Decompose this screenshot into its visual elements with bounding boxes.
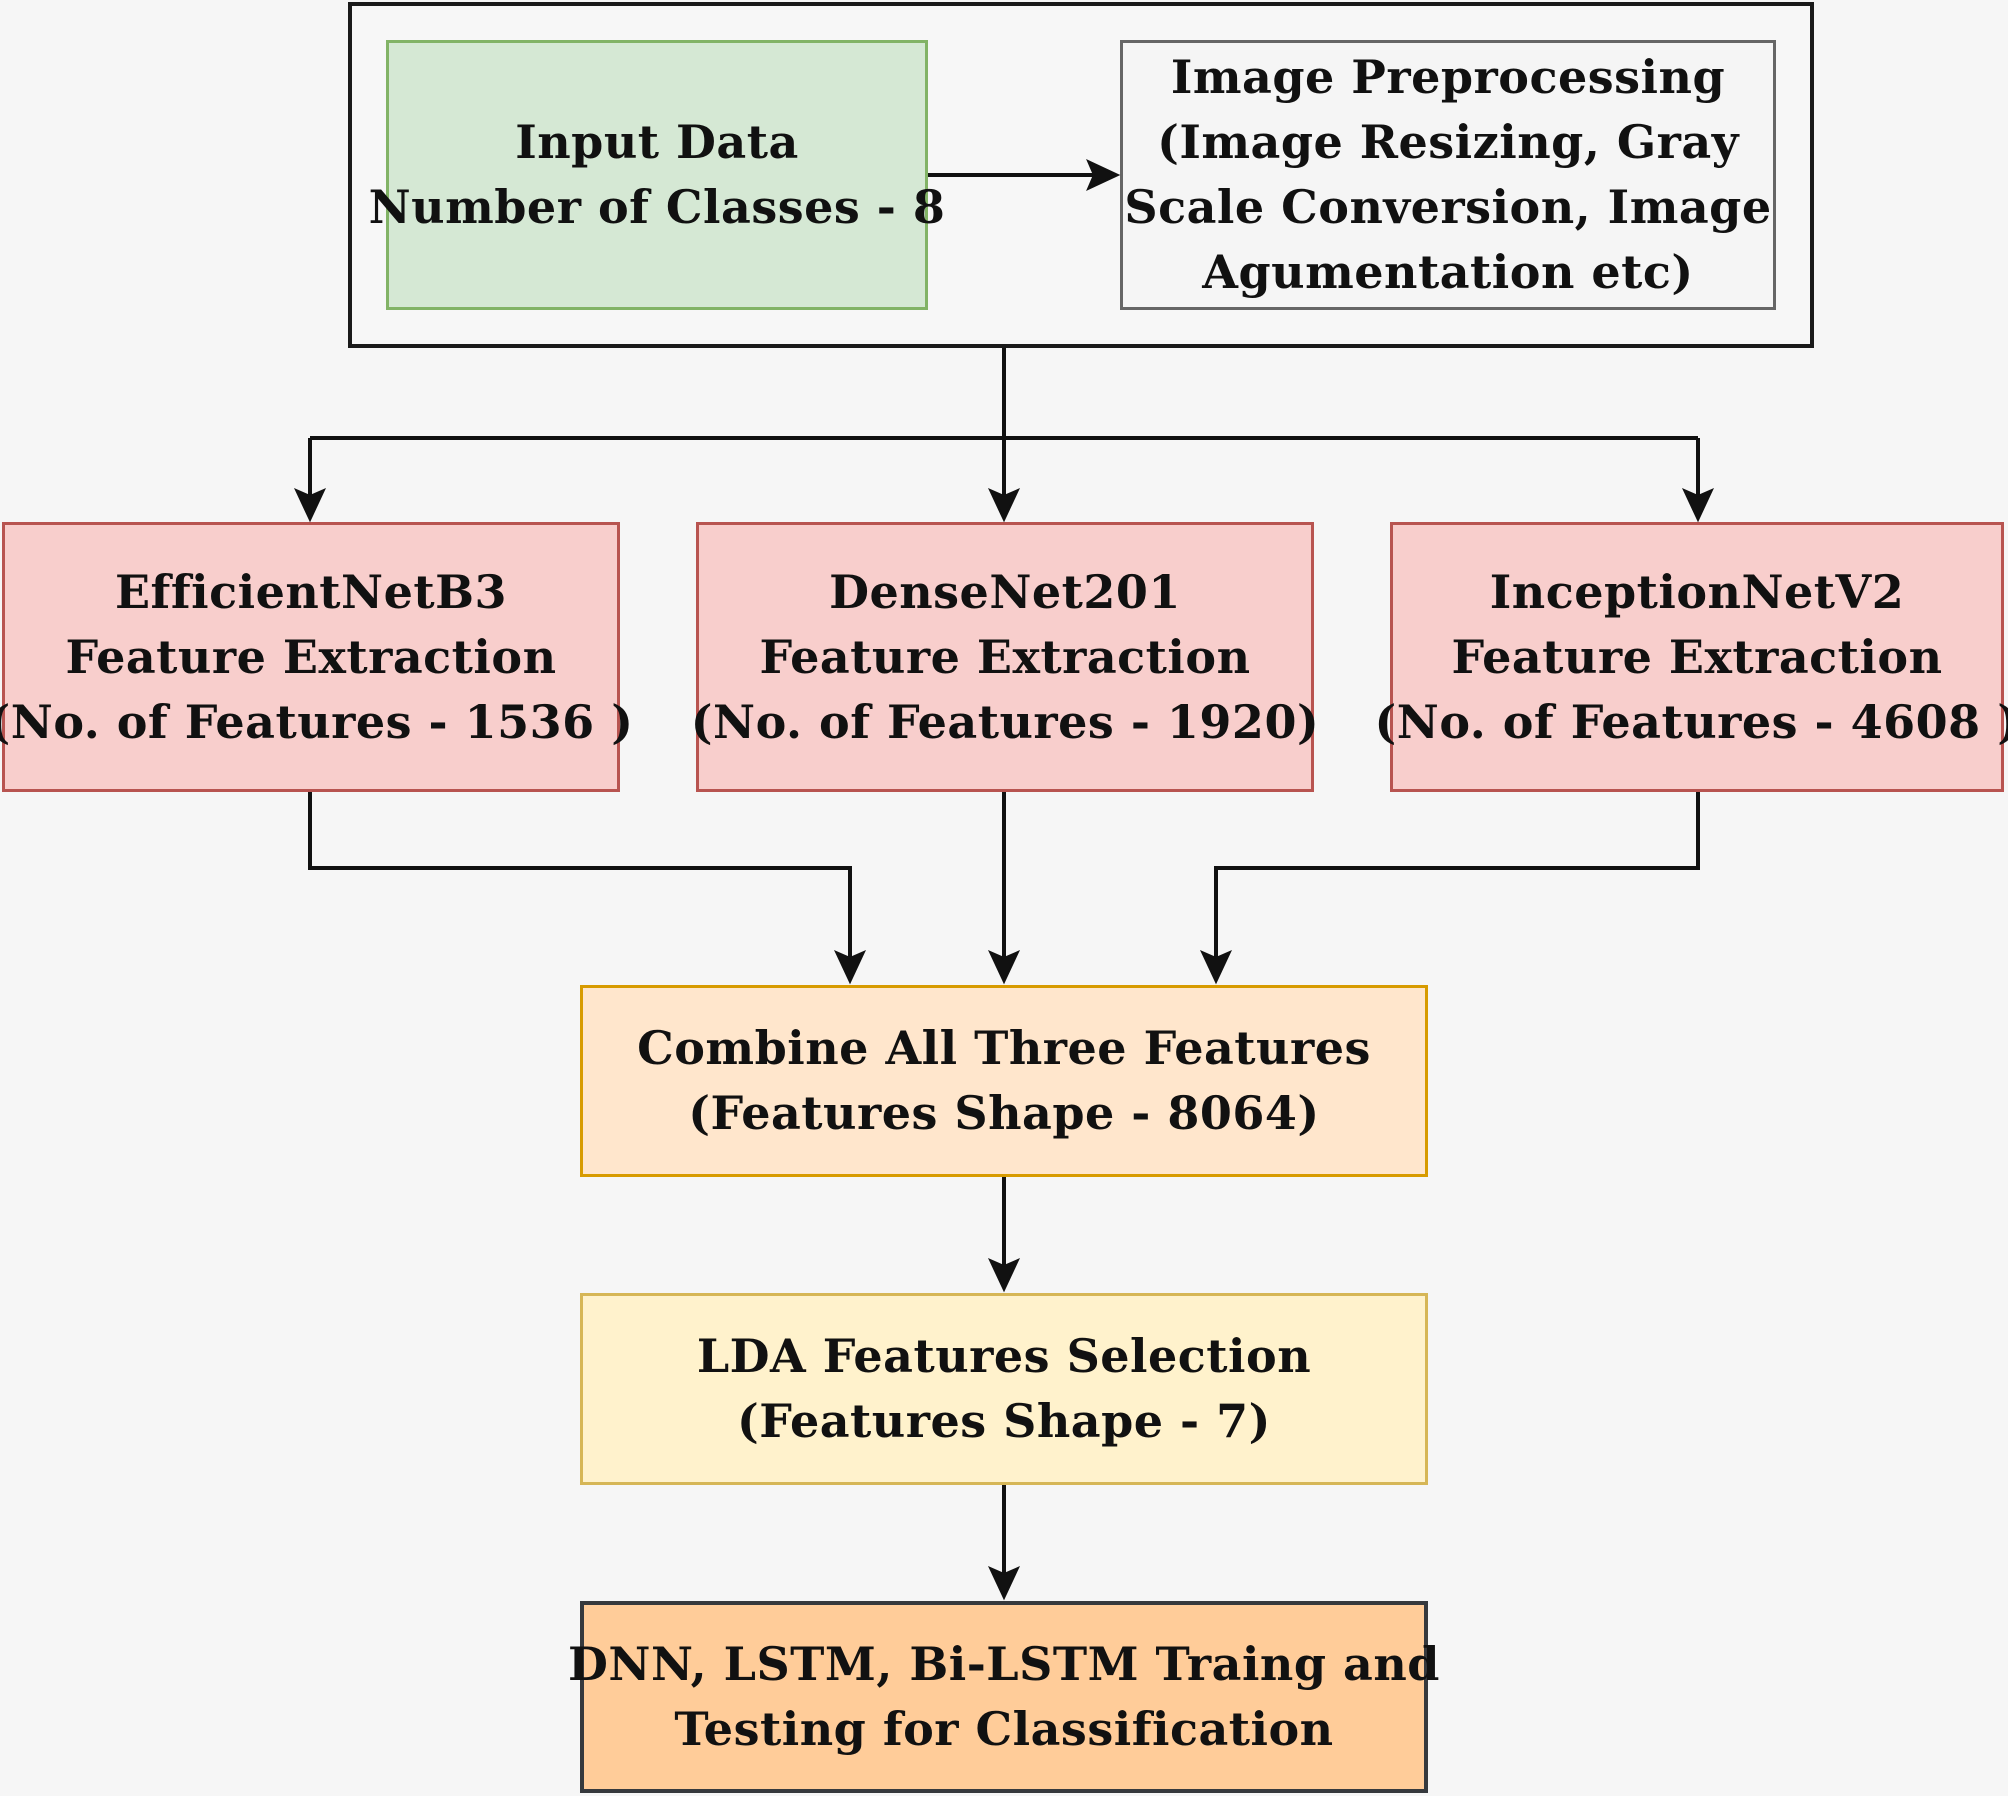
preprocessing-title: Image Preprocessing <box>1170 50 1726 104</box>
image-preprocessing-box: Image Preprocessing (Image Resizing, Gra… <box>1120 40 1776 310</box>
arrow-down-icon <box>1199 950 1233 985</box>
preprocessing-detail-line-3: Agumentation etc) <box>1202 245 1694 299</box>
combine-features-title: Combine All Three Features <box>637 1021 1371 1075</box>
input-data-box: Input Data Number of Classes - 8 <box>369 40 945 310</box>
number-of-classes-label: Number of Classes - 8 <box>368 180 946 234</box>
densenet201-feature-count: (No. of Features - 1920) <box>690 694 1320 749</box>
training-testing-line-2: Testing for Classification <box>674 1702 1334 1756</box>
lda-selection-box: LDA Features Selection (Features Shape -… <box>580 1293 1428 1485</box>
combine-features-box: Combine All Three Features (Features Sha… <box>580 985 1428 1177</box>
arrow-down-icon <box>987 1566 1021 1601</box>
arrow-down-icon <box>293 488 327 523</box>
input-data-title: Input Data <box>515 115 799 169</box>
arrow-down-icon <box>987 1258 1021 1293</box>
densenet201-subtitle: Feature Extraction <box>759 629 1251 684</box>
inceptionnetv2-title: InceptionNetV2 <box>1489 564 1905 619</box>
efficientnetb3-feature-count: (No. of Features - 1536 ) <box>0 694 634 749</box>
efficientnetb3-title: EfficientNetB3 <box>114 564 507 619</box>
inceptionnetv2-box: InceptionNetV2 Feature Extraction (No. o… <box>1375 522 2008 792</box>
arrow-down-icon <box>1681 488 1715 523</box>
lda-selection-shape: (Features Shape - 7) <box>737 1394 1271 1448</box>
densenet201-title: DenseNet201 <box>829 564 1181 619</box>
combine-features-shape: (Features Shape - 8064) <box>688 1086 1320 1140</box>
training-testing-line-1: DNN, LSTM, Bi-LSTM Traing and <box>568 1637 1440 1691</box>
efficientnetb3-box: EfficientNetB3 Feature Extraction (No. o… <box>0 522 633 792</box>
arrow-down-icon <box>987 950 1021 985</box>
group-to-extractors-connector <box>308 348 1700 500</box>
efficientnetb3-subtitle: Feature Extraction <box>65 629 557 684</box>
inceptionnetv2-subtitle: Feature Extraction <box>1451 629 1943 684</box>
training-testing-box: DNN, LSTM, Bi-LSTM Traing and Testing fo… <box>568 1601 1439 1793</box>
arrow-down-icon <box>987 488 1021 523</box>
lda-selection-title: LDA Features Selection <box>696 1329 1312 1383</box>
preprocessing-detail-line-2: Scale Conversion, Image <box>1124 180 1772 234</box>
inceptionnetv2-feature-count: (No. of Features - 4608 ) <box>1374 694 2008 749</box>
densenet201-box: DenseNet201 Feature Extraction (No. of F… <box>691 522 1319 792</box>
arrow-down-icon <box>833 950 867 985</box>
preprocessing-detail-line-1: (Image Resizing, Gray <box>1157 115 1739 169</box>
extractors-to-combine-connector <box>308 792 1700 962</box>
